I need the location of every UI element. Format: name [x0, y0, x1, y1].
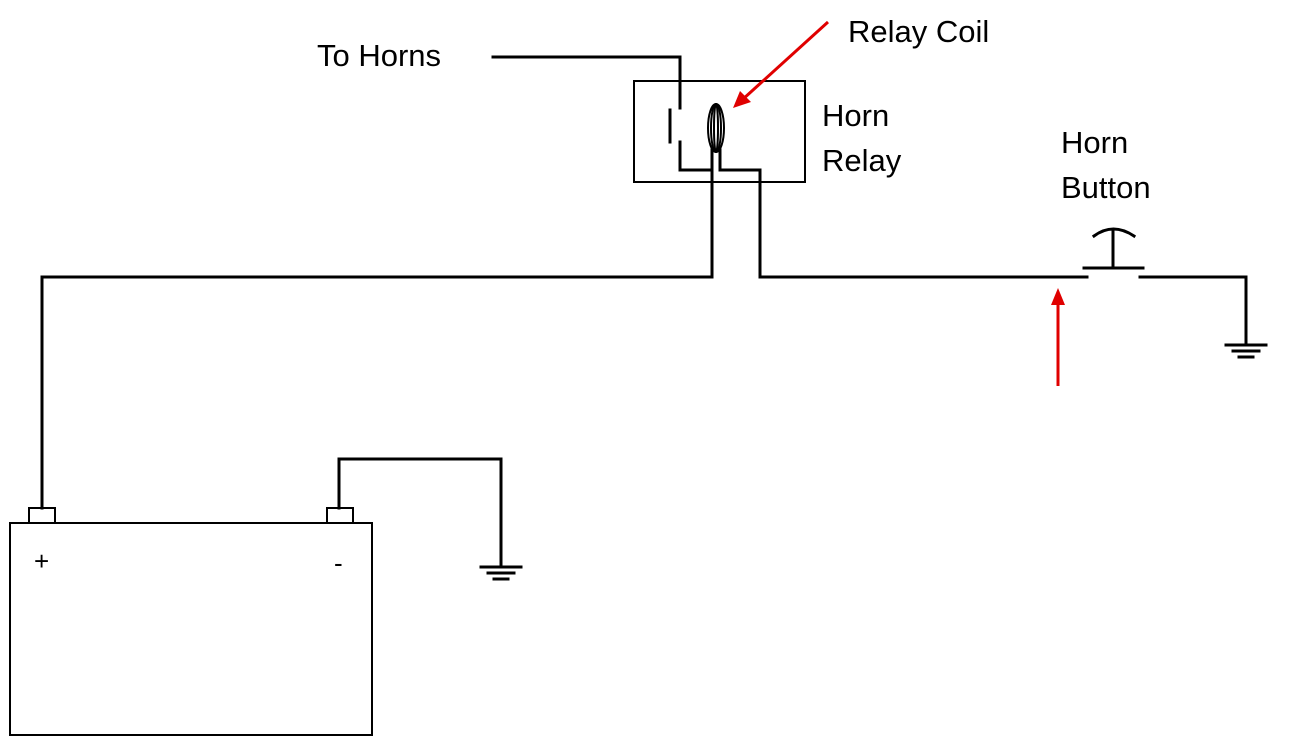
horn-button [1082, 227, 1268, 359]
horn-button-pointer-arrow [1051, 288, 1065, 386]
wire-to-horns [491, 55, 682, 110]
wire-battery-negative-to-ground [337, 457, 503, 569]
horn-button-label-line2: Button [1061, 170, 1151, 205]
horn-relay-label-line2: Relay [822, 143, 902, 178]
relay-housing [633, 80, 806, 183]
push-button-icon [1082, 227, 1145, 270]
wire-battery-positive-to-relay [40, 168, 714, 510]
battery-negative-label: - [334, 548, 343, 578]
horn-relay [491, 55, 806, 184]
relay-coil-pointer-arrow [733, 20, 830, 108]
wire-horn-button-to-ground [1138, 275, 1248, 347]
ground-icon [479, 565, 523, 581]
relay-coil-label: Relay Coil [848, 14, 989, 49]
negative-terminal [326, 507, 354, 524]
relay-contact-lower [678, 140, 714, 172]
coil-lead-right [718, 148, 762, 184]
battery-icon [9, 507, 373, 736]
to-horns-label: To Horns [317, 38, 441, 73]
horn-button-label-line1: Horn [1061, 125, 1128, 160]
battery-positive-label: + [34, 546, 49, 576]
positive-terminal [28, 507, 56, 524]
horn-relay-label-line1: Horn [822, 98, 889, 133]
wire-relay-coil-to-horn-button [758, 180, 1089, 279]
coil-icon [707, 103, 725, 153]
battery: + - [9, 507, 373, 736]
ground-icon [1224, 343, 1268, 359]
